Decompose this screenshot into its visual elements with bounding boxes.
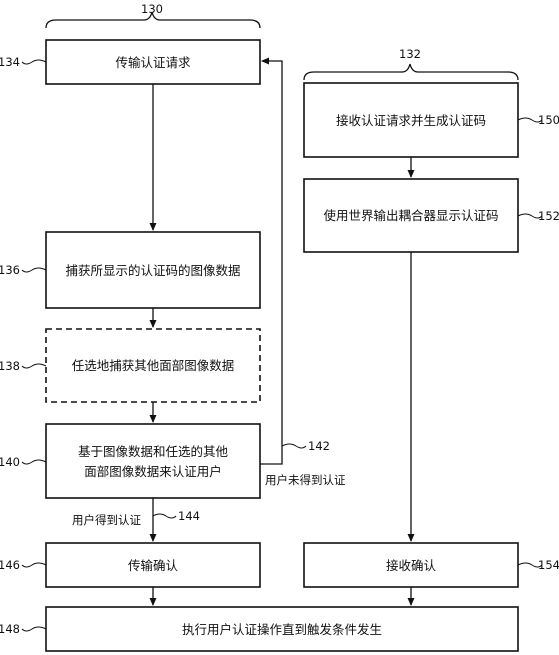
edge-ref-142: 142: [308, 439, 330, 453]
step-receive-confirmation: 接收确认 154: [303, 542, 559, 588]
step-ref: 138: [0, 359, 20, 373]
step-capture-code-image: 捕获所显示的认证码的图像数据 136: [0, 231, 261, 309]
group-ref-132: 132: [399, 47, 421, 61]
arrow-140-loop-to-134: [260, 57, 283, 465]
edge-ref-144: 144: [178, 509, 200, 523]
step-label-line-2: 面部图像数据来认证用户: [84, 464, 222, 479]
edge-label-authenticated: 用户得到认证: [72, 513, 141, 527]
step-receive-request-generate-code: 接收认证请求并生成认证码 150: [303, 82, 559, 158]
step-label: 捕获所显示的认证码的图像数据: [65, 263, 240, 278]
step-ref: 140: [0, 455, 20, 469]
step-display-code: 使用世界输出耦合器显示认证码 152: [303, 178, 559, 253]
step-label: 任选地捕获其他面部图像数据: [72, 358, 235, 373]
group-ref-130: 130: [141, 2, 163, 16]
step-label: 传输认证请求: [115, 55, 191, 70]
step-label: 接收确认: [386, 558, 437, 573]
step-optional-face-image: 任选地捕获其他面部图像数据 138: [0, 328, 261, 403]
step-ref: 136: [0, 263, 20, 277]
step-ref: 146: [0, 558, 20, 572]
step-label-line-1: 基于图像数据和任选的其他: [78, 444, 229, 459]
step-label: 传输确认: [128, 558, 179, 573]
step-transmit-auth-request: 传输认证请求 134: [0, 39, 261, 85]
edge-label-not-authenticated: 用户未得到认证: [265, 473, 346, 487]
step-ref: 150: [538, 113, 559, 127]
step-ref: 134: [0, 55, 20, 69]
group-130-bracket: 130: [45, 2, 261, 29]
step-authenticate-user: 基于图像数据和任选的其他 面部图像数据来认证用户 140: [0, 423, 261, 499]
step-label: 执行用户认证操作直到触发条件发生: [182, 622, 382, 637]
step-ref: 154: [538, 558, 559, 572]
group-132-bracket: 132: [303, 47, 519, 81]
step-transmit-confirmation: 传输确认 146: [0, 542, 261, 588]
step-ref: 152: [538, 209, 559, 223]
step-label: 使用世界输出耦合器显示认证码: [323, 208, 498, 223]
step-perform-auth-operation: 执行用户认证操作直到触发条件发生 148: [0, 606, 519, 652]
step-label: 接收认证请求并生成认证码: [336, 113, 486, 128]
step-ref: 148: [0, 622, 20, 636]
